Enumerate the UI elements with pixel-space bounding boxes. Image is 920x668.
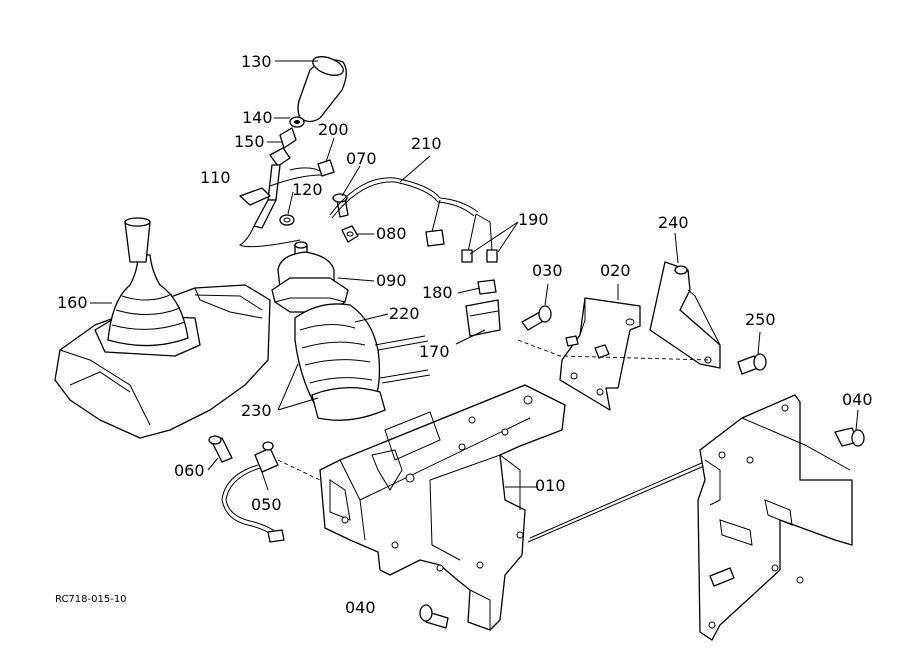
label-150: 150	[234, 132, 265, 151]
brackets-right	[517, 261, 767, 411]
label-020: 020	[600, 261, 631, 280]
label-080: 080	[376, 224, 407, 243]
label-190: 190	[518, 210, 549, 229]
label-180: 180	[422, 283, 453, 302]
label-040-bottom: 040	[345, 598, 376, 617]
label-030: 030	[532, 261, 563, 280]
shift-lever-assembly	[238, 56, 347, 248]
shift-boot-console	[54, 217, 271, 439]
wiring-and-switch	[329, 177, 501, 337]
label-200: 200	[318, 120, 349, 139]
main-frame-bracket	[319, 384, 721, 631]
drawing-code: RC718-015-10	[55, 594, 127, 605]
label-110: 110	[200, 168, 231, 187]
label-250: 250	[745, 310, 776, 329]
bolt-bottom	[419, 604, 449, 629]
label-240: 240	[658, 213, 689, 232]
label-170: 170	[419, 342, 450, 361]
right-side-panel	[697, 394, 865, 641]
label-160: 160	[57, 293, 88, 312]
label-220: 220	[389, 304, 420, 323]
label-230: 230	[241, 401, 272, 420]
label-010: 010	[535, 476, 566, 495]
label-060: 060	[174, 461, 205, 480]
leader-lines	[90, 60, 859, 491]
label-210: 210	[411, 134, 442, 153]
label-140: 140	[242, 108, 273, 127]
harness-left	[208, 435, 321, 543]
label-070: 070	[346, 149, 377, 168]
small-hardware	[279, 193, 359, 243]
lever-base-bellows	[271, 241, 431, 421]
label-120: 120	[292, 180, 323, 199]
label-040-right: 040	[842, 390, 873, 409]
label-130: 130	[241, 52, 272, 71]
label-090: 090	[376, 271, 407, 290]
label-050: 050	[251, 495, 282, 514]
